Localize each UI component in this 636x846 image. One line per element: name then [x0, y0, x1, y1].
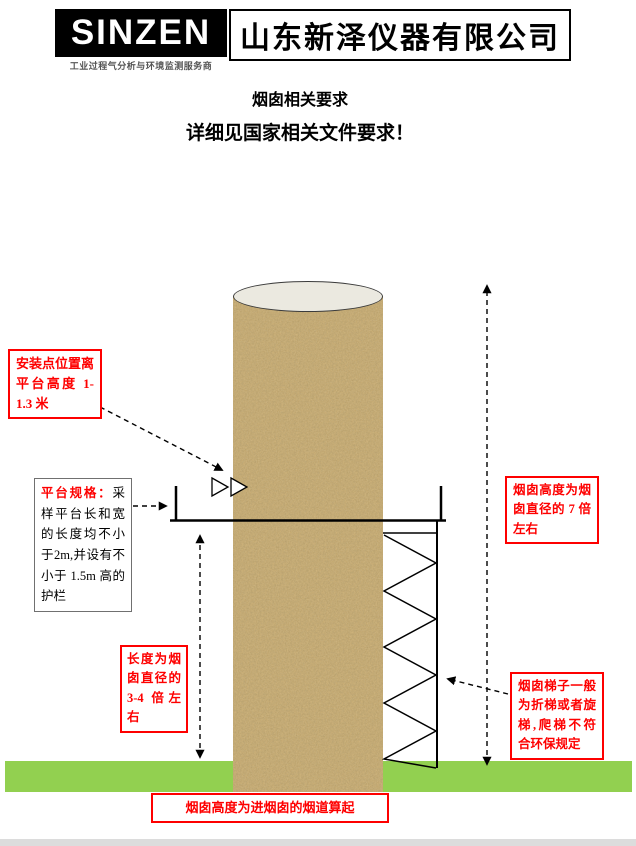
company-name-box: 山东新泽仪器有限公司: [229, 9, 571, 61]
ladder-note-arrow: [446, 676, 509, 695]
ladder-type-note: 烟囱梯子一般为折梯或者旋梯,爬梯不符合环保规定: [510, 672, 604, 760]
install-point-arrow: [99, 406, 224, 471]
page-subtitle: 详细见国家相关文件要求！: [185, 123, 414, 144]
chimney-texture: [233, 296, 383, 792]
platform-spec-title: 平台规格：: [41, 486, 113, 500]
logo-text: SINZEN: [70, 13, 212, 52]
ladder-zigzag: [381, 534, 438, 769]
company-name: 山东新泽仪器有限公司: [240, 22, 560, 55]
platform-spec-body: 采样平台长和宽的长度均不小于2m,并设有不小于 1.5m 高的护栏: [41, 486, 125, 604]
height-base-note: 烟囱高度为进烟囱的烟道算起: [151, 793, 389, 824]
chimney-height-note: 烟囱高度为烟囱直径的 7 倍左右: [505, 476, 599, 545]
platform-spec-note: 平台规格：采样平台长和宽的长度均不小于2m,并设有不小于 1.5m 高的护栏: [34, 478, 132, 612]
page-title: 烟囱相关要求: [251, 92, 348, 109]
chimney-body: [233, 296, 383, 792]
logo-tagline: 工业过程气分析与环境监测服务商: [69, 61, 213, 71]
sinzen-logo: SINZEN: [55, 9, 227, 57]
install-point-note: 安装点位置离平台高度 1-1.3 米: [8, 349, 102, 420]
chimney-top-ellipse: [233, 281, 383, 312]
page-bottom-edge: [0, 839, 636, 846]
platform-length-note: 长度为烟囱直径的 3-4 倍左右: [120, 645, 188, 733]
